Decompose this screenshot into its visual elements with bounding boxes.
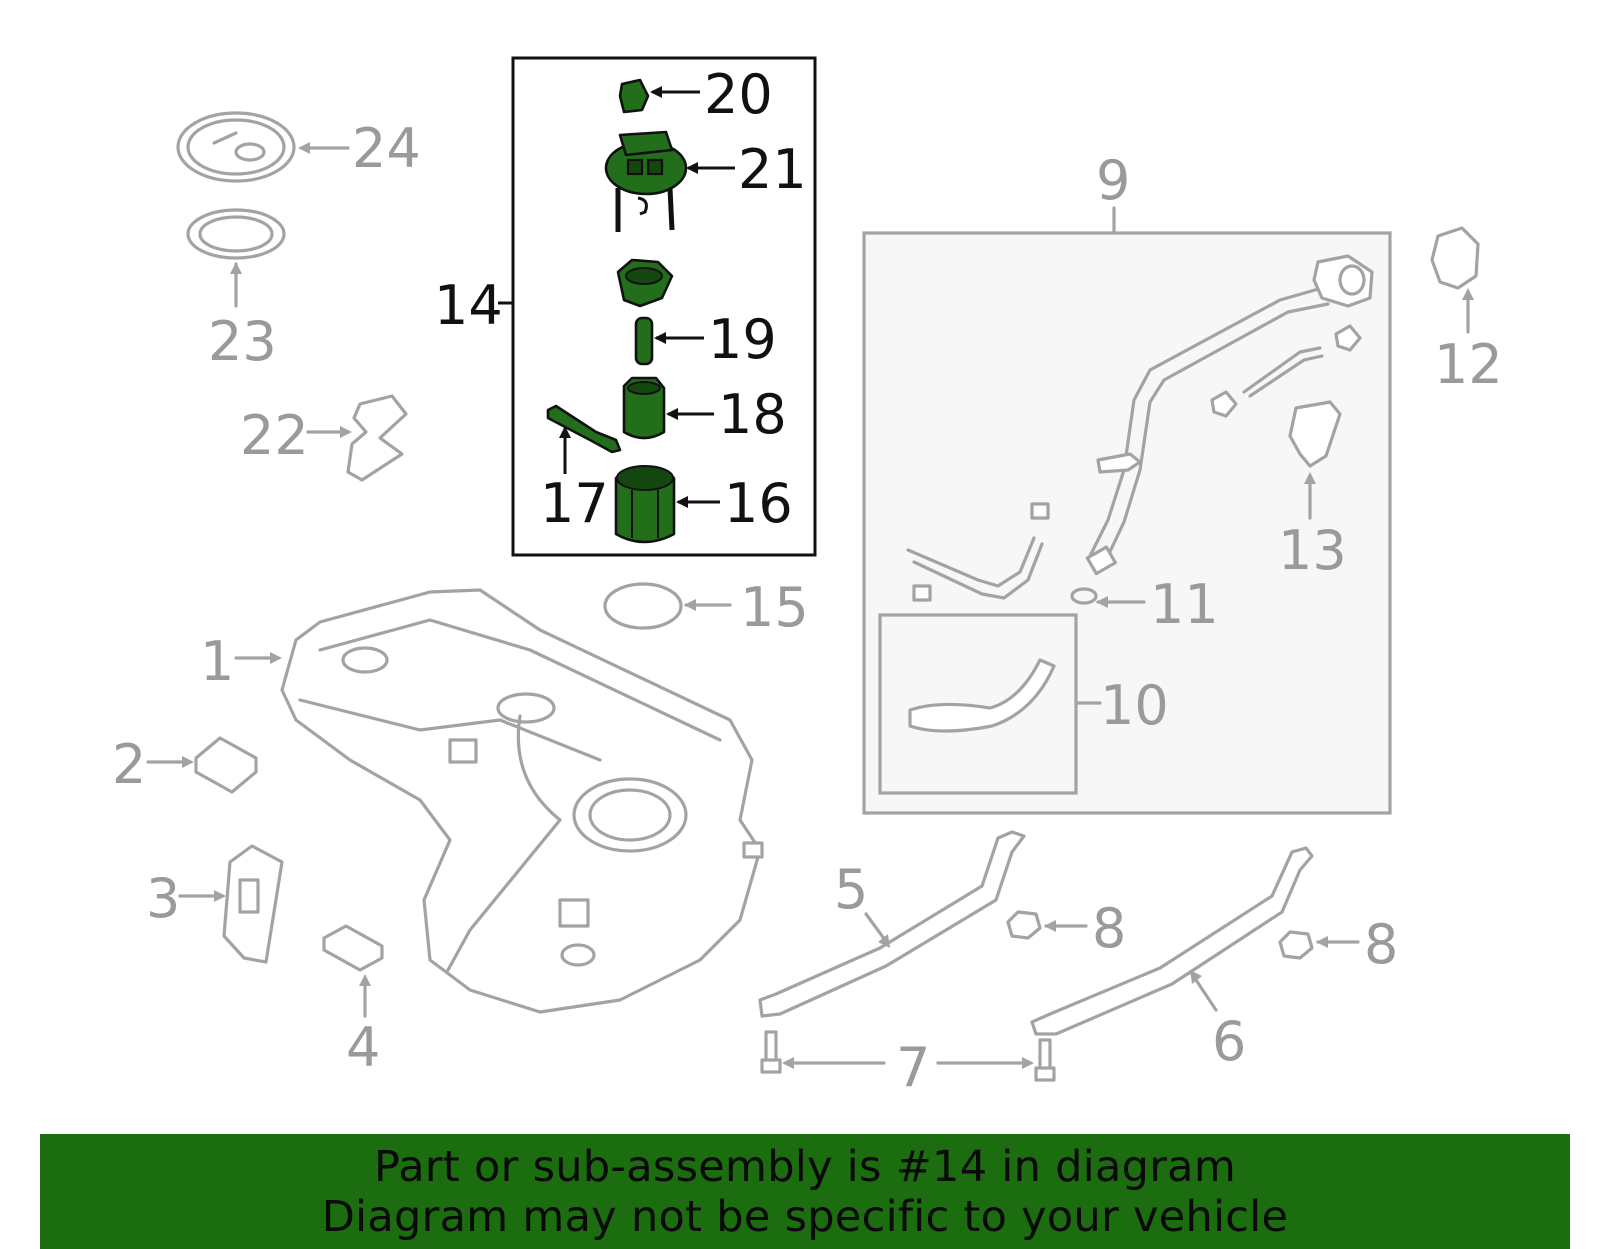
callout-24: 24	[352, 117, 421, 180]
callout-3: 3	[146, 867, 180, 930]
part-5-tank-strap[interactable]	[758, 830, 1026, 1018]
banner-line-1: Part or sub-assembly is #14 in diagram	[373, 1141, 1237, 1192]
part-22-bracket[interactable]	[306, 394, 408, 482]
callout-19: 19	[708, 308, 777, 371]
callout-1: 1	[200, 630, 234, 693]
callout-8-left: 8	[1092, 897, 1126, 960]
callout-7: 7	[896, 1036, 930, 1099]
callout-18: 18	[718, 383, 787, 446]
callout-13: 13	[1278, 519, 1347, 582]
part-16-reservoir-bucket[interactable]	[614, 465, 720, 544]
part-6-tank-strap[interactable]	[1030, 846, 1314, 1036]
part-17-sender-sensor[interactable]	[546, 404, 622, 474]
callout-9: 9	[1096, 149, 1130, 212]
callout-4: 4	[346, 1016, 380, 1079]
part-1-fuel-tank[interactable]	[234, 588, 764, 1014]
part-7-bolts[interactable]	[760, 1030, 1056, 1082]
part-23-gasket[interactable]	[186, 208, 286, 308]
callout-21: 21	[738, 138, 807, 201]
callout-14: 14	[434, 274, 503, 337]
part-24-cover-plate[interactable]	[176, 111, 350, 183]
callout-2: 2	[112, 733, 146, 796]
part-13-valve[interactable]	[1304, 472, 1316, 520]
callout-5: 5	[834, 858, 868, 921]
banner-line-2: Diagram may not be specific to your vehi…	[321, 1191, 1289, 1242]
part-8-nut-left[interactable]	[1006, 910, 1088, 940]
part-9-filler-neck-box[interactable]	[862, 206, 1392, 815]
callout-8-right: 8	[1364, 913, 1398, 976]
part-12-fuel-cap[interactable]	[1430, 226, 1480, 334]
part-11-seal[interactable]	[1070, 587, 1146, 608]
part-21-pump-flange[interactable]	[604, 130, 735, 232]
part-18-pump-housing[interactable]	[622, 376, 714, 440]
callout-17: 17	[540, 472, 609, 535]
part-2-pad[interactable]	[146, 736, 258, 794]
info-banner: Part or sub-assembly is #14 in diagram D…	[40, 1134, 1570, 1249]
callout-12: 12	[1434, 333, 1503, 396]
part-10-hose-box[interactable]	[878, 613, 1102, 795]
callout-11: 11	[1150, 573, 1219, 636]
callout-23: 23	[208, 310, 277, 373]
part-4-pad[interactable]	[322, 924, 384, 1018]
callout-10: 10	[1100, 674, 1169, 737]
part-3-heat-shield[interactable]	[178, 844, 284, 964]
part-19-fuel-filter[interactable]	[634, 316, 704, 366]
callout-22: 22	[240, 404, 309, 467]
part-20-retainer-clip[interactable]	[618, 78, 700, 114]
part-15-o-ring[interactable]	[603, 582, 732, 630]
callout-20: 20	[704, 63, 773, 126]
callout-6: 6	[1212, 1010, 1246, 1073]
callout-15: 15	[740, 576, 809, 639]
part-8-nut-right[interactable]	[1278, 930, 1360, 960]
part-pump-lock-ring[interactable]	[616, 258, 674, 308]
callout-16: 16	[724, 472, 793, 535]
